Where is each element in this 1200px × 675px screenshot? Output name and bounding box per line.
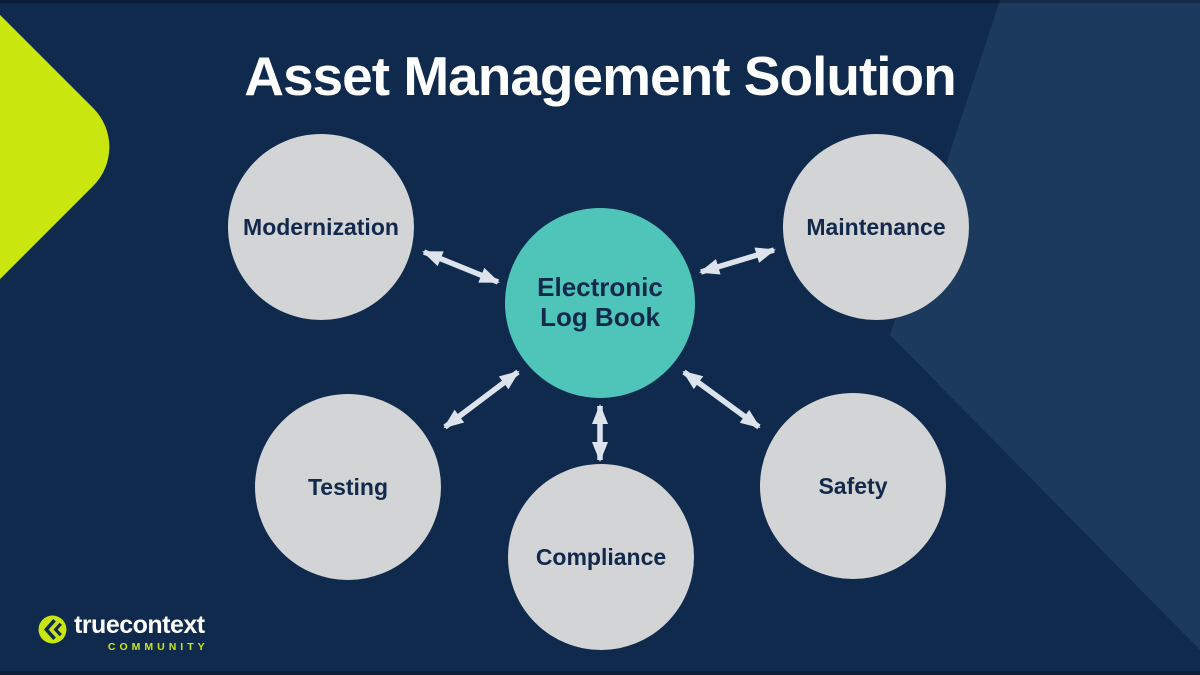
node-testing-label: Testing [307, 473, 389, 500]
node-modernization: Modernization [228, 134, 414, 320]
brand-logo: truecontext COMMUNITY [38, 613, 205, 653]
hub-label-line1: Electronic [537, 272, 663, 303]
diagonal-accent-shape [890, 0, 1200, 650]
node-safety: Safety [760, 393, 946, 579]
node-safety-label: Safety [818, 472, 888, 499]
node-testing: Testing [255, 394, 441, 580]
hub-label-line2: Log Book [540, 302, 660, 332]
node-maintenance: Maintenance [783, 134, 969, 320]
brand-name: truecontext [74, 611, 205, 639]
slide-edge-top [0, 0, 1200, 3]
slide-edge-bottom [0, 671, 1200, 675]
node-maintenance-label: Maintenance [806, 213, 946, 240]
brand-text-group: truecontext COMMUNITY [74, 611, 205, 654]
community-label: COMMUNITY [107, 641, 209, 653]
hub-label: Electronic Log Book [537, 272, 663, 333]
node-modernization-label: Modernization [243, 213, 399, 240]
slide-title: Asset Management Solution [244, 45, 956, 107]
truecontext-logo-icon [38, 615, 67, 644]
node-compliance: Compliance [508, 464, 694, 650]
node-compliance-label: Compliance [535, 543, 667, 570]
hub-electronic-log-book: Electronic Log Book [505, 208, 695, 398]
